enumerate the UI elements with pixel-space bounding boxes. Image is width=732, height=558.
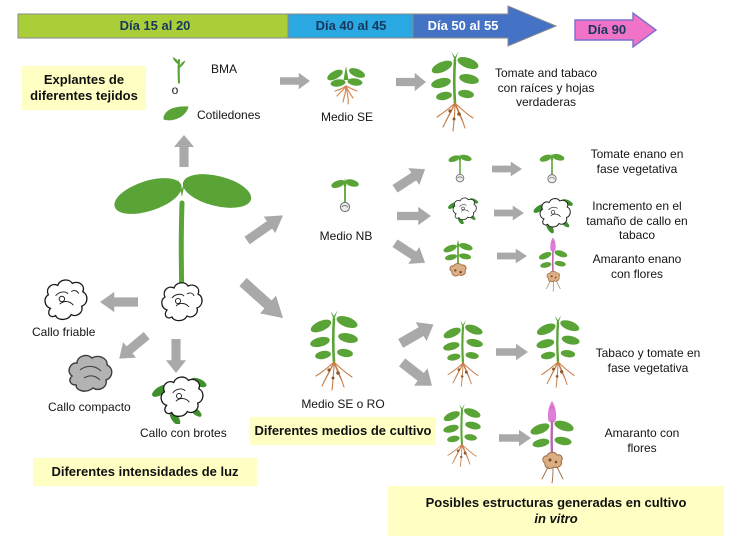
shoots-callus-icon	[148, 370, 210, 424]
arrow-sero-up	[395, 314, 440, 354]
arrow-amaranto-final	[499, 429, 531, 447]
arrow-nb-final-3	[497, 248, 527, 264]
callout-structures: Posibles estructuras generadas en cultiv…	[388, 486, 724, 536]
timeline-segment-1: Día 15 al 20	[119, 18, 191, 33]
medio-nb-label: Medio NB	[319, 229, 373, 243]
timeline-bar	[17, 5, 658, 49]
tabaco-plant-2-icon	[532, 313, 584, 389]
timeline-segment-2: Día 40 al 45	[315, 18, 387, 33]
callout-culture-media: Diferentes medios de cultivo	[250, 417, 436, 445]
nb-outcome-1-label: Tomate enano en fase vegetativa	[590, 147, 684, 176]
amaranto-plant-1-icon	[438, 402, 486, 468]
arrow-nb-final-1	[492, 161, 522, 177]
nb-final-callus-icon	[532, 192, 574, 234]
callout-structures-line2: in vitro	[534, 511, 578, 526]
nb-out-seedling-icon	[446, 152, 474, 184]
callo-friable-label: Callo friable	[32, 325, 96, 339]
nb-outcome-3-label: Amaranto enano con flores	[592, 252, 682, 281]
arrow-tabaco-final	[496, 343, 528, 361]
nb-final-seedling-icon	[538, 151, 566, 185]
bma-label: BMA	[211, 62, 238, 76]
timeline-segment-4: Día 90	[587, 22, 627, 37]
sero-outcome-2-label: Amaranto con flores	[604, 426, 680, 455]
cotyledons-label: Cotiledones	[197, 108, 261, 122]
cotyledon-leaf-icon	[162, 103, 190, 123]
se-result-label: Tomate and tabaco con raíces y hojas ver…	[494, 66, 598, 109]
arrow-plant-to-sero	[234, 272, 292, 327]
arrow-nb-up	[389, 160, 431, 198]
arrow-nb-final-2	[494, 205, 524, 221]
callout-explants: Explantes de diferentes tejidos	[22, 66, 146, 110]
bma-shoot-icon	[170, 56, 188, 84]
arrow-to-brotes	[165, 339, 187, 373]
or-label: o	[171, 83, 179, 97]
friable-callus-icon	[40, 276, 90, 324]
amaranto-flower-plant-icon	[528, 398, 576, 488]
arrow-nb-mid	[397, 206, 431, 226]
callo-con-brotes-label: Callo con brotes	[140, 426, 227, 440]
arrow-sero-down	[395, 353, 440, 395]
nb-out-plantlet-icon	[443, 238, 473, 280]
tabaco-plant-1-icon	[438, 318, 488, 388]
callout-structures-line1: Posibles estructuras generadas en cultiv…	[425, 495, 687, 510]
sero-outcome-1-label: Tabaco y tomate en fase vegetativa	[595, 346, 701, 375]
nb-seedling-icon	[328, 176, 362, 214]
callout-light-intensities: Diferentes intensidades de luz	[33, 458, 257, 486]
medio-se-label: Medio SE	[320, 110, 374, 124]
se-result-plant-icon	[429, 48, 481, 134]
callo-compacto-label: Callo compacto	[48, 400, 131, 414]
timeline-segment-3: Día 50 al 55	[427, 18, 499, 33]
compact-callus-icon	[64, 350, 116, 394]
arrow-se-to-result	[396, 72, 426, 92]
medio-se-ro-label: Medio SE o RO	[301, 397, 385, 411]
arrow-explants-to-se	[280, 72, 310, 90]
nb-outcome-2-label: Incremento en el tamaño de callo en taba…	[586, 199, 688, 242]
nb-final-flower-plant-icon	[536, 236, 570, 294]
arrow-to-friable	[100, 291, 138, 313]
sero-plant-icon	[302, 308, 366, 392]
nb-out-callus-icon	[446, 194, 480, 224]
se-plantlet-icon	[326, 64, 366, 106]
main-callus-icon	[157, 278, 205, 326]
arrow-nb-down	[389, 234, 431, 272]
